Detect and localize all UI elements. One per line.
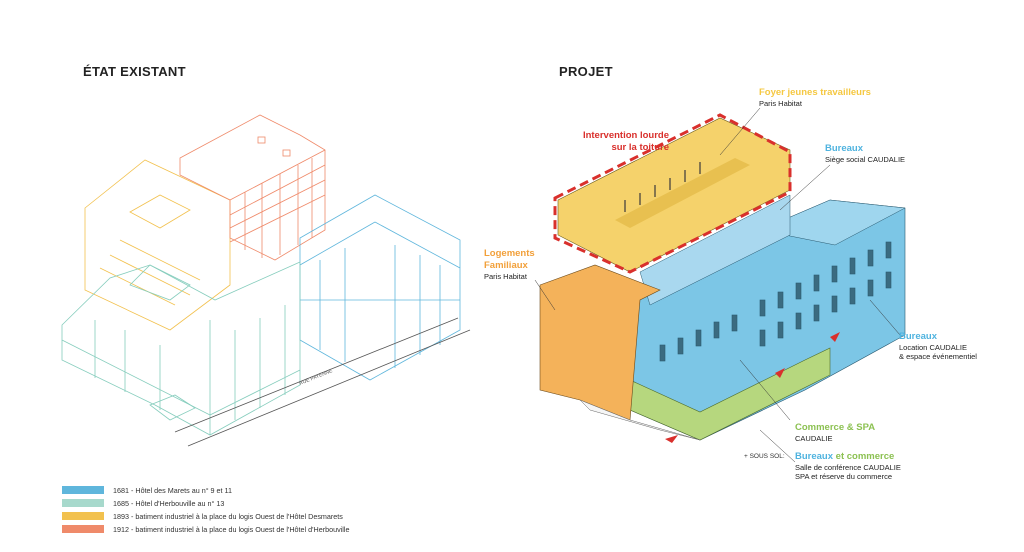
existing-1685-block <box>61 261 301 436</box>
legend-text: 1893 - batiment industriel à la place du… <box>113 511 343 521</box>
legend-text: 1681 - Hôtel des Marets au n° 9 et 11 <box>113 485 233 495</box>
project-title: PROJET <box>559 64 613 79</box>
label-foyer: Foyer jeunes travailleurs Paris Habitat <box>759 87 871 108</box>
label-sous-sol: Bureaux et commerce Salle de conférence … <box>795 451 901 482</box>
legend-swatch <box>62 525 104 533</box>
existing-state-title: ÉTAT EXISTANT <box>83 64 186 79</box>
label-bureaux-top: Bureaux Siège social CAUDALIE <box>825 143 906 164</box>
label-logements: Logements Familiaux Paris Habitat <box>484 248 535 281</box>
legend-swatch <box>62 512 104 520</box>
legend-item: 1681 - Hôtel des Marets au n° 9 et 11 <box>62 484 349 496</box>
project-green-commerce <box>629 347 831 441</box>
label-commerce: Commerce & SPA CAUDALIE <box>795 422 876 443</box>
project-yellow-foyer <box>557 117 791 273</box>
legend-swatch <box>62 486 104 494</box>
legend-text: 1685 - Hôtel d'Herbouville au n° 13 <box>113 498 225 508</box>
project-roof-intervention-outline <box>553 113 792 274</box>
street-lines <box>174 317 471 447</box>
label-intervention: Intervention lourde sur la toiture <box>582 130 669 153</box>
existing-1912-block <box>179 114 326 261</box>
legend-text: 1912 - batiment industriel à la place du… <box>113 524 350 534</box>
legend-item: 1685 - Hôtel d'Herbouville au n° 13 <box>62 497 349 509</box>
legend-item: 1912 - batiment industriel à la place du… <box>62 523 349 535</box>
entrance-arrows <box>665 332 840 443</box>
project-orange-housing <box>539 264 661 421</box>
label-bureaux-right: Bureaux Location CAUDALIE & espace événe… <box>899 331 977 362</box>
legend: 1681 - Hôtel des Marets au n° 9 et 11 16… <box>62 484 349 536</box>
legend-swatch <box>62 499 104 507</box>
legend-item: 1893 - batiment industriel à la place du… <box>62 510 349 522</box>
label-sous-sol-prefix: + SOUS SOL: <box>744 453 785 460</box>
existing-1893-block <box>84 159 231 331</box>
